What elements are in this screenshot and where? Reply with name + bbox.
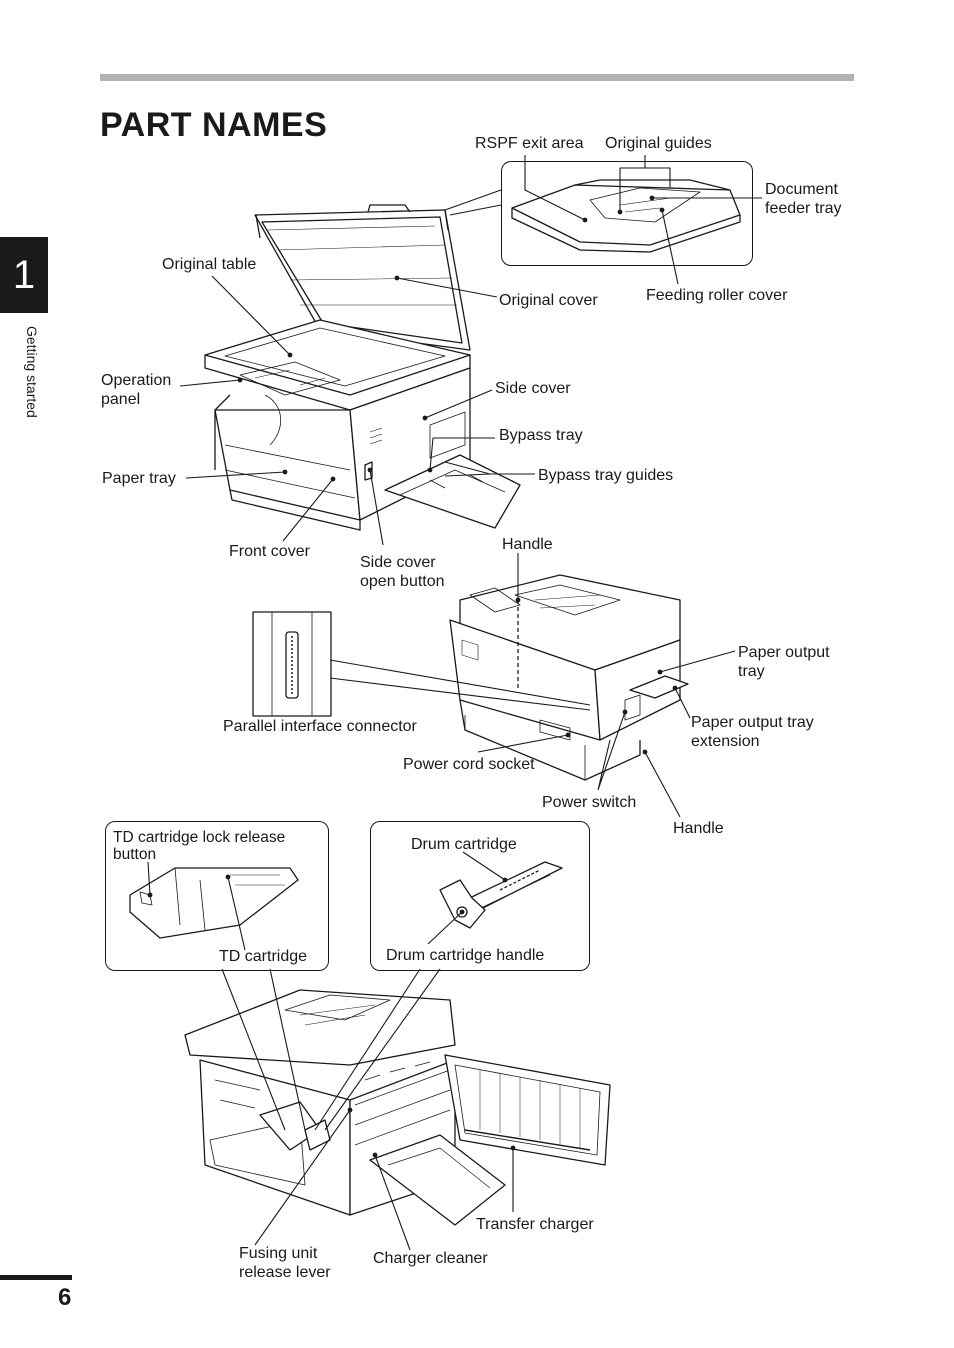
copier-illustration-open bbox=[184, 989, 611, 1226]
label-bypass-tray-guides: Bypass tray guides bbox=[538, 467, 674, 484]
label-power-switch: Power switch bbox=[542, 794, 637, 811]
label-side-cover-open-button: Side cover open button bbox=[360, 554, 445, 590]
page-title: PART NAMES bbox=[100, 106, 328, 144]
label-paper-output-tray-extension: Paper output tray extension bbox=[691, 714, 814, 750]
label-feeding-roller-cover: Feeding roller cover bbox=[646, 287, 788, 304]
header-rule bbox=[100, 74, 854, 81]
label-td-cartridge-lock-release-button: TD cartridge lock release button bbox=[113, 829, 286, 863]
rspf-detail-illustration bbox=[511, 179, 741, 253]
label-handle-bottom: Handle bbox=[673, 820, 724, 837]
label-fusing-unit-release-lever: Fusing unit release lever bbox=[239, 1245, 331, 1281]
rspf-detail-box bbox=[501, 161, 753, 266]
label-side-cover: Side cover bbox=[495, 380, 571, 397]
label-operation-panel: Operation panel bbox=[101, 372, 172, 408]
page-number: 6 bbox=[58, 1284, 72, 1311]
label-parallel-interface-connector: Parallel interface connector bbox=[223, 718, 417, 735]
label-rspf-exit-area: RSPF exit area bbox=[475, 135, 584, 152]
pointer-dots bbox=[147, 195, 678, 1158]
copier-illustration-main bbox=[204, 204, 521, 531]
label-front-cover: Front cover bbox=[229, 543, 310, 560]
label-drum-cartridge: Drum cartridge bbox=[411, 836, 517, 853]
label-td-cartridge: TD cartridge bbox=[219, 948, 308, 965]
copier-illustration-closed bbox=[449, 574, 689, 781]
td-cartridge-illustration bbox=[129, 867, 299, 939]
label-original-guides: Original guides bbox=[605, 135, 712, 152]
td-cartridge-box bbox=[105, 821, 329, 971]
drum-cartridge-box bbox=[370, 821, 590, 971]
label-bypass-tray: Bypass tray bbox=[499, 427, 583, 444]
label-original-table: Original table bbox=[162, 256, 257, 273]
parallel-connector-detail bbox=[252, 611, 332, 717]
label-transfer-charger: Transfer charger bbox=[476, 1216, 594, 1233]
label-paper-tray: Paper tray bbox=[102, 470, 176, 487]
label-document-feeder-tray: Document feeder tray bbox=[765, 181, 842, 217]
label-paper-output-tray: Paper output tray bbox=[738, 644, 830, 680]
label-original-cover: Original cover bbox=[499, 292, 598, 309]
chapter-tab: 1 bbox=[0, 237, 48, 313]
footer-rule bbox=[0, 1275, 72, 1280]
label-drum-cartridge-handle: Drum cartridge handle bbox=[386, 947, 545, 964]
label-handle-top: Handle bbox=[502, 536, 553, 553]
drum-cartridge-illustration bbox=[439, 861, 563, 929]
label-charger-cleaner: Charger cleaner bbox=[373, 1250, 488, 1267]
label-power-cord-socket: Power cord socket bbox=[403, 756, 535, 773]
leader-lines bbox=[147, 155, 762, 1251]
chapter-name: Getting started bbox=[24, 326, 40, 418]
